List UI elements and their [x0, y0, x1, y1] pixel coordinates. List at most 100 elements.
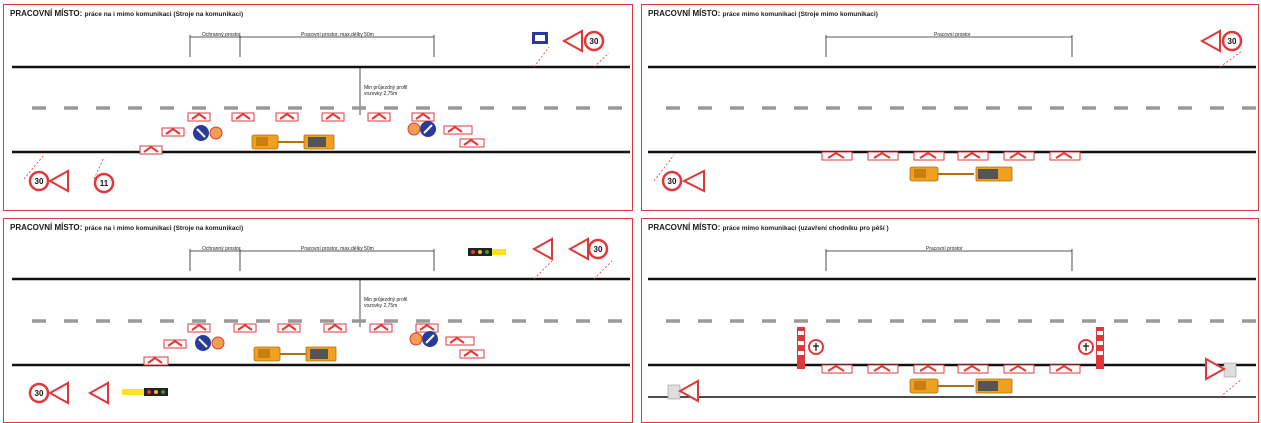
title-bold: PRACOVNÍ MÍSTO: [10, 223, 83, 232]
title-rest: práce mimo komunikaci (uzavření chodníku… [722, 225, 889, 232]
traffic-light-green [485, 250, 489, 254]
pedestrian-icon [1083, 343, 1089, 351]
panel-top-right: PRACOVNÍ MÍSTO: práce mimo komunikaci (S… [641, 4, 1259, 211]
scene-top-right: 30 30 [648, 29, 1256, 193]
sign-post [593, 52, 610, 68]
warning-light-icon [211, 336, 225, 350]
chevron-board [913, 364, 945, 374]
speed-limit-value: 30 [35, 389, 44, 398]
panel-top-left: PRACOVNÍ MÍSTO: práce na i mimo komunika… [3, 4, 633, 211]
traffic-light-red [471, 250, 475, 254]
detour-panel [1223, 362, 1237, 378]
sign-post [533, 46, 550, 68]
sign-post [1219, 378, 1243, 398]
traffic-light-green [161, 390, 165, 394]
warning-light-icon [407, 122, 421, 136]
panel-bottom-left: PRACOVNÍ MÍSTO: práce na i mimo komunika… [3, 218, 633, 423]
speed-limit-value: 30 [35, 177, 44, 186]
warning-triangle-icon [1205, 357, 1227, 381]
chevron-board [187, 112, 211, 122]
chevron-board [275, 112, 299, 122]
chevron-board [459, 349, 485, 359]
lane-info-sign-face [535, 35, 545, 41]
chevron-board [323, 323, 347, 333]
sign-post [533, 260, 553, 280]
pedestrian-icon [813, 343, 819, 351]
excavator-cab [256, 137, 268, 146]
panel-title: PRACOVNÍ MÍSTO: práce mimo komunikaci (u… [648, 223, 889, 232]
speed-limit-value: 30 [590, 37, 599, 46]
excavator-cab [258, 349, 270, 358]
chevron-board [1049, 364, 1081, 374]
speed-limit-sign-icon [1221, 30, 1243, 52]
warning-triangle-icon [567, 237, 589, 261]
arrow-icon [425, 334, 435, 344]
truck-bed [978, 381, 998, 391]
arrow-icon [423, 124, 433, 134]
truck-bed [308, 137, 326, 147]
sign-post [93, 156, 105, 180]
chevron-board [233, 323, 257, 333]
detour-panel [667, 384, 681, 400]
min-profile-label: Min průjezdný profil vozovky 2,75m [364, 297, 408, 309]
chevron-board [913, 151, 945, 161]
title-rest: práce na i mimo komunikaci (Stroje na ko… [84, 225, 244, 232]
chevron-board [161, 127, 185, 137]
warning-triangle-icon [47, 169, 69, 193]
chevron-board [231, 112, 255, 122]
title-bold: PRACOVNÍ MÍSTO: [648, 223, 721, 232]
speed-limit-value: 30 [1228, 37, 1237, 46]
chevron-board [1003, 364, 1035, 374]
speed-limit-sign-icon [587, 238, 609, 260]
work-zone-label: Pracovní prostor [924, 246, 965, 252]
chevron-board [277, 323, 301, 333]
chevron-board [139, 145, 163, 155]
chevron-board [867, 151, 899, 161]
speed-limit-value: 30 [668, 177, 677, 186]
title-rest: práce mimo komunikaci (Stroje mimo komun… [722, 11, 878, 18]
traffic-light-bar [122, 389, 144, 395]
warning-triangle-icon [87, 381, 109, 405]
chevron-board [867, 364, 899, 374]
sign-post [653, 154, 675, 182]
warning-triangle-icon [561, 29, 583, 53]
excavator-cab [914, 381, 926, 390]
panel-title: PRACOVNÍ MÍSTO: práce mimo komunikaci (S… [648, 9, 878, 18]
sign-post [1219, 50, 1243, 68]
title-bold: PRACOVNÍ MÍSTO: [10, 9, 83, 18]
protective-zone-label: Ochranný prostor [200, 246, 243, 252]
warning-triangle-icon [47, 381, 69, 405]
sign-post [23, 154, 45, 180]
panel-title: PRACOVNÍ MÍSTO: práce na i mimo komunika… [10, 9, 243, 18]
chevron-board [411, 112, 435, 122]
chevron-board [163, 339, 187, 349]
warning-light-icon [409, 332, 423, 346]
sign-post [593, 260, 613, 280]
work-zone-label: Pracovní prostor, max.délky 50m [299, 246, 376, 252]
chevron-board [321, 112, 345, 122]
chevron-board [821, 364, 853, 374]
pedestrian-barrier [1096, 327, 1104, 369]
title-bold: PRACOVNÍ MÍSTO: [648, 9, 721, 18]
work-zone-label: Pracovní prostor, max.délky 50m [299, 32, 376, 38]
warning-triangle-icon [681, 169, 705, 193]
truck-bed [978, 169, 998, 179]
speed-small-value: 11 [100, 179, 109, 188]
chevron-board [143, 356, 169, 366]
speed-limit-sign-icon [583, 30, 605, 52]
chevron-board [443, 125, 473, 135]
excavator-cab [914, 169, 926, 178]
chevron-board [957, 364, 989, 374]
scene-top-left: 30 11 30 [12, 29, 630, 194]
truck-bed [310, 349, 328, 359]
scene-bottom-right [648, 249, 1256, 403]
chevron-board [459, 138, 485, 148]
title-rest: práce na i mimo komunikaci (Stroje na ko… [84, 11, 244, 18]
work-zone-label: Pracovní prostor [932, 32, 973, 38]
scene-bottom-left: 30 30 [12, 237, 630, 405]
warning-triangle-icon [677, 379, 699, 403]
speed-limit-sign-icon [661, 170, 683, 192]
min-profile-label: Min průjezdný profil vozovky 2,75m [364, 85, 408, 97]
protective-zone-label: Ochranný prostor [200, 32, 243, 38]
chevron-board [957, 151, 989, 161]
